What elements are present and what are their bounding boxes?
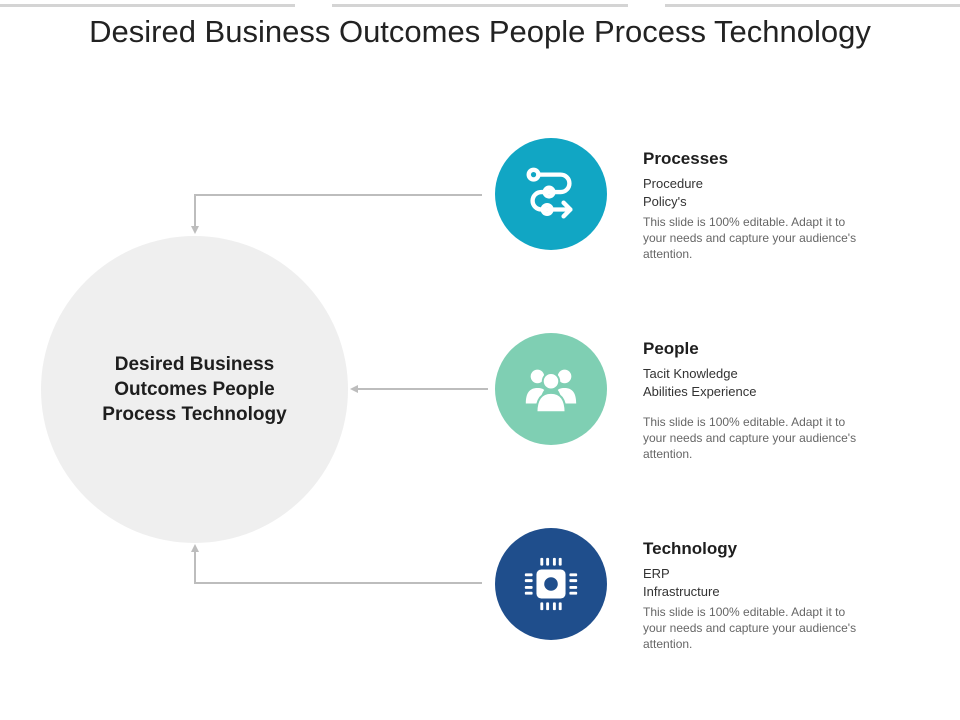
microchip-icon: [524, 557, 578, 611]
connector-processes: [191, 194, 482, 234]
processes-circle: [495, 138, 607, 250]
people-line-1: Tacit Knowledge: [643, 366, 738, 381]
people-group-icon: [525, 369, 577, 414]
connector-technology: [191, 544, 482, 584]
technology-circle: [495, 528, 607, 640]
top-accent-bar-right: [665, 4, 960, 7]
central-outcome-label: Desired Business Outcomes People Process…: [102, 354, 287, 425]
processes-info: Processes Procedure Policy's This slide …: [643, 149, 868, 262]
people-title: People: [643, 339, 699, 358]
central-outcome-circle: Desired Business Outcomes People Process…: [41, 236, 348, 543]
processes-description: This slide is 100% editable. Adapt it to…: [643, 215, 857, 261]
people-info: People Tacit Knowledge Abilities Experie…: [643, 339, 868, 462]
process-flow-icon: [526, 167, 573, 219]
technology-line-1: ERP: [643, 566, 670, 581]
processes-line-1: Procedure: [643, 176, 703, 191]
processes-line-2: Policy's: [643, 194, 687, 209]
technology-description: This slide is 100% editable. Adapt it to…: [643, 605, 857, 651]
people-circle: [495, 333, 607, 445]
processes-title: Processes: [643, 149, 729, 168]
people-line-2: Abilities Experience: [643, 384, 757, 399]
technology-line-2: Infrastructure: [643, 584, 720, 599]
top-accent-bar-center: [332, 4, 628, 7]
technology-info: Technology ERP Infrastructure This slide…: [643, 539, 868, 652]
slide-title: Desired Business Outcomes People Process…: [89, 14, 871, 49]
top-accent-bar-left: [0, 4, 295, 7]
technology-title: Technology: [643, 539, 738, 558]
people-description: This slide is 100% editable. Adapt it to…: [643, 415, 857, 461]
